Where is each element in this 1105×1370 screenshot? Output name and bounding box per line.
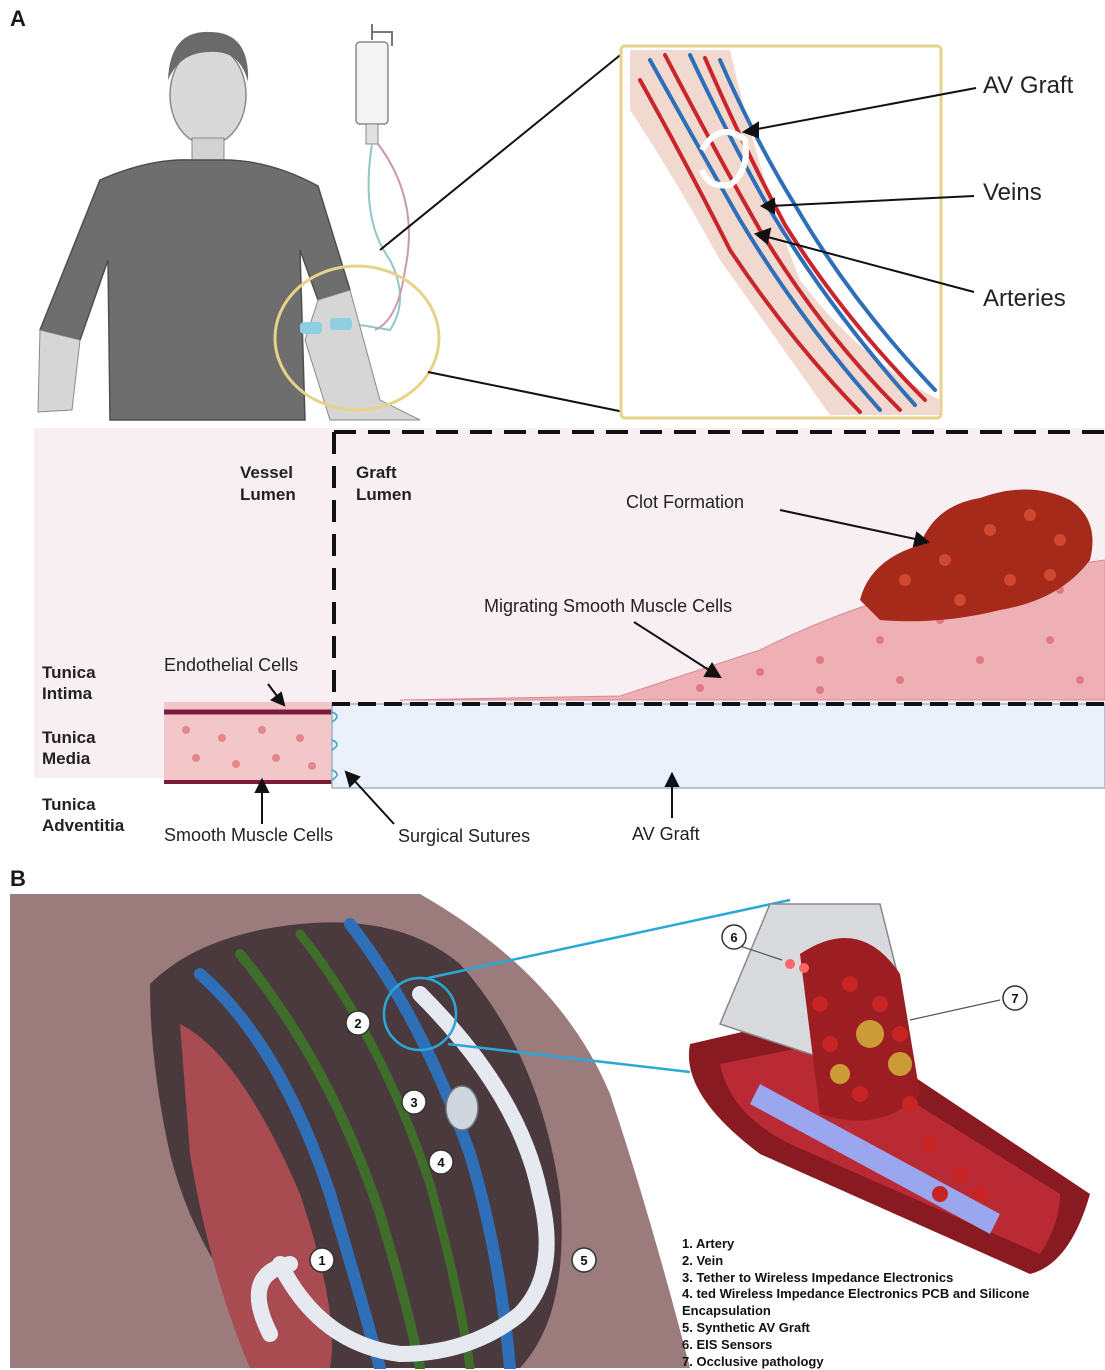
tunica-adventitia-label-1: Tunica — [42, 795, 96, 814]
marker-5: 5 — [572, 1248, 596, 1272]
legend-item-vein: 2. Vein — [682, 1253, 1102, 1270]
marker-6-text: 6 — [730, 930, 737, 945]
marker-7-text: 7 — [1011, 991, 1018, 1006]
arm-inset — [621, 46, 941, 418]
zoom-line — [380, 52, 624, 250]
legend-item-tether: 3. Tether to Wireless Impedance Electron… — [682, 1270, 1102, 1287]
marker-5-text: 5 — [580, 1253, 587, 1268]
vessel-lumen-label-1: Vessel — [240, 463, 293, 482]
tunica-adventitia-label-2: Adventitia — [42, 816, 125, 835]
panel-b-letter: B — [10, 866, 26, 892]
vessel-lumen-label-2: Lumen — [240, 485, 296, 504]
legend-item-artery: 1. Artery — [682, 1236, 1102, 1253]
tunica-intima-label-1: Tunica — [42, 663, 96, 682]
legend-item-occlusive: 7. Occlusive pathology — [682, 1354, 1102, 1370]
marker-3-text: 3 — [410, 1095, 417, 1110]
marker-2-text: 2 — [354, 1016, 361, 1031]
graft-cutaway — [689, 904, 1090, 1274]
av-graft-callout: AV Graft — [983, 72, 1074, 99]
tunica-media-label-2: Media — [42, 749, 91, 768]
iv-bag — [356, 24, 409, 330]
legend-item-eis-sensors: 6. EIS Sensors — [682, 1337, 1102, 1354]
migrating-smc-label: Migrating Smooth Muscle Cells — [484, 596, 732, 616]
surgical-sutures-label: Surgical Sutures — [398, 826, 530, 846]
legend-item-electronics: 4. ted Wireless Impedance Electronics PC… — [682, 1286, 1102, 1320]
tunica-media-label-1: Tunica — [42, 728, 96, 747]
electronics-capsule — [446, 1086, 478, 1130]
smooth-muscle-cells-label: Smooth Muscle Cells — [164, 825, 333, 845]
panel-b-legend: 1. Artery 2. Vein 3. Tether to Wireless … — [682, 1236, 1102, 1370]
marker-leader — [910, 1000, 1000, 1020]
graft-lumen-label-2: Lumen — [356, 485, 412, 504]
marker-2: 2 — [346, 1011, 370, 1035]
clot-formation-label: Clot Formation — [626, 492, 744, 512]
marker-1-text: 1 — [318, 1253, 325, 1268]
marker-4: 4 — [429, 1150, 453, 1174]
graft-lumen-label-1: Graft — [356, 463, 397, 482]
marker-7: 7 — [1003, 986, 1027, 1010]
marker-1: 1 — [310, 1248, 334, 1272]
marker-4-text: 4 — [437, 1155, 445, 1170]
cross-section — [34, 428, 1105, 844]
tunica-intima-label-2: Intima — [42, 684, 93, 703]
veins-callout: Veins — [983, 179, 1042, 206]
arteries-callout: Arteries — [983, 285, 1066, 312]
marker-6: 6 — [722, 925, 746, 949]
panel-a-figure: AV Graft Veins Arteries — [0, 0, 1105, 860]
endothelial-cells-label: Endothelial Cells — [164, 655, 298, 675]
marker-3: 3 — [402, 1090, 426, 1114]
av-graft-cross-label: AV Graft — [632, 824, 700, 844]
zoom-line — [428, 372, 624, 412]
legend-item-av-graft: 5. Synthetic AV Graft — [682, 1320, 1102, 1337]
